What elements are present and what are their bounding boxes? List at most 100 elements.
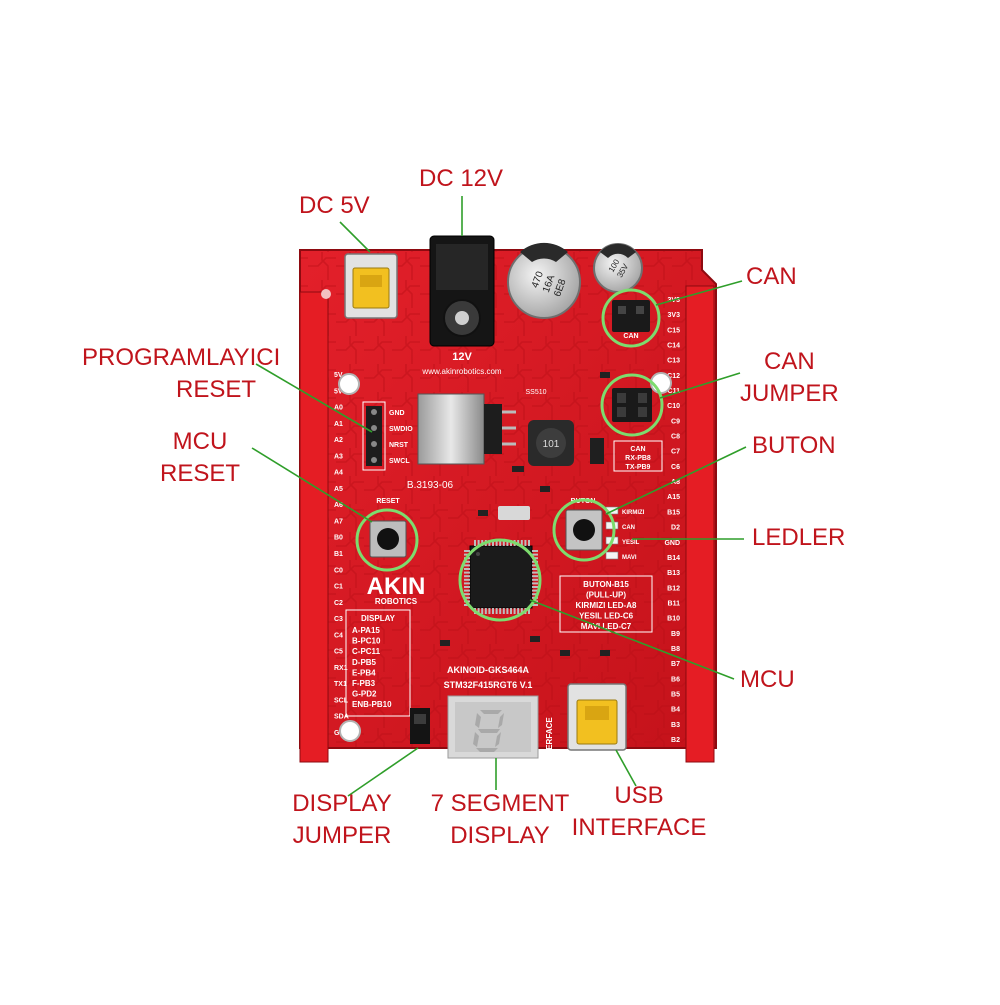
mcu-pin [510,540,512,546]
mcu-pin [464,550,470,552]
right-pin-label: B12 [667,585,680,592]
mcu-pin [492,540,494,546]
inductor-silk: 101 [543,439,560,450]
usb-interface-connector [567,683,627,751]
display-table-title: DISPLAY [361,614,396,623]
left-pin-label: C2 [334,600,343,607]
display-pin-item: G-PD2 [352,690,377,699]
left-pin-label: A0 [334,405,343,412]
left-pin-label: C0 [334,567,343,574]
mcu-pin [477,540,480,546]
mcu-pin [488,540,491,546]
display-pin-item: E-PB4 [352,668,376,677]
callout-prog-reset-line-2: RESET [175,376,256,403]
callout-ledler-line-1: LEDLER [752,524,846,551]
mcu-pin [510,608,512,614]
mcu-pin [532,604,538,606]
led-label: KIRMIZI [622,510,645,516]
leader-display-jumper [347,747,419,797]
mcu-pin [502,608,505,614]
callout-dc-5v-line-1: DC 5V [299,192,370,219]
left-header-bar [299,291,329,763]
button-info-item: YESIL LED-C6 [579,612,634,621]
logo-main: AKIN [367,573,426,600]
right-pin-label: C6 [671,464,680,471]
callout-dc-12v: DC 12V [419,163,503,195]
can-box-title: CAN [630,446,645,453]
callout-ledler: LEDLER [752,522,845,554]
leader-dc5v [339,221,371,253]
mcu-pin [502,540,505,546]
mcu-pin [520,540,523,546]
left-pin-label: RX1 [334,665,348,672]
callout-usb-interface: USB INTERFACE [566,780,712,844]
button-info-item: BUTON-B15 [583,580,629,589]
leader-prog-reset [255,363,373,433]
left-pin-label: 5V [334,388,343,395]
callout-mcu-reset-line-1: MCU [172,428,228,455]
left-pin-label: B0 [334,535,343,542]
highlight-circles [355,288,664,622]
inductor: 101 [528,420,574,466]
right-pin-label: C11 [668,388,681,395]
mcu-pin [532,593,538,596]
right-pin-label: B4 [671,707,680,714]
right-pin-labels: 3V33V3C15C14C13C12C11C10C9C8C7C6A8A15B15… [664,297,680,744]
can-rx-pin: RX-PB8 [625,455,651,462]
mcu-pin [532,568,538,570]
mcu-pin [495,540,498,546]
right-pin-label: GND [664,540,680,547]
mcu-pin [532,586,538,588]
led-label: YESIL [622,540,640,546]
button-info-item: MAVI LED-C7 [581,622,632,631]
display-jumper [410,708,430,744]
left-pin-label: SDA [334,714,349,721]
logo-sub: ROBOTICS [375,597,418,606]
right-pin-label: C10 [667,403,680,410]
button-info-item: KIRMIZI LED-A8 [576,601,637,610]
callout-display-jumper-line-2: JUMPER [292,822,392,849]
mcu-pin [532,564,538,567]
leader-mcu [529,599,735,680]
right-pin-label: D2 [671,525,680,532]
callout-7seg-line-2: DISPLAY [450,822,550,849]
callout-7-segment-display: 7 SEGMENT DISPLAY [420,788,580,852]
reset-button [369,520,407,558]
mcu-pin [506,608,509,614]
mcu-pin [484,608,487,614]
mcu-pin [532,578,538,581]
seven-segment-display [447,695,539,759]
right-pin-label: B6 [671,676,680,683]
mcu-pin [464,568,470,570]
display-pin-item: A-PA15 [352,626,380,635]
dc-12v-silkscreen: 12V [452,351,472,363]
right-pin-label: A15 [667,494,680,501]
right-pin-label: C9 [671,418,680,425]
right-pin-label: C14 [667,343,680,350]
diode [590,438,604,464]
callout-can-jumper-line-2: JUMPER [740,380,839,407]
mcu-pin [464,553,470,556]
right-pin-label: A8 [671,479,680,486]
button-info-item: (PULL-UP) [586,591,626,600]
callout-buton: BUTON [752,430,836,462]
left-pin-label: 5V [334,372,343,379]
right-header-bar [685,285,715,763]
swd-pin-label: GND [389,410,405,417]
mcu-pin [481,608,484,614]
mcu-pin [528,608,530,614]
mcu-pin [520,608,523,614]
website-silkscreen: www.akinrobotics.com [421,367,501,376]
mcu-pin [495,608,498,614]
voltage-regulator [417,393,516,465]
left-pin-label: A4 [334,470,343,477]
display-pin-item: C-PC11 [352,647,381,656]
user-button [565,509,603,551]
mcu-pin [464,593,470,596]
callout-can-jumper: CAN JUMPER [740,346,839,410]
board-name-silk: AKINOID-GKS464A [447,665,530,675]
